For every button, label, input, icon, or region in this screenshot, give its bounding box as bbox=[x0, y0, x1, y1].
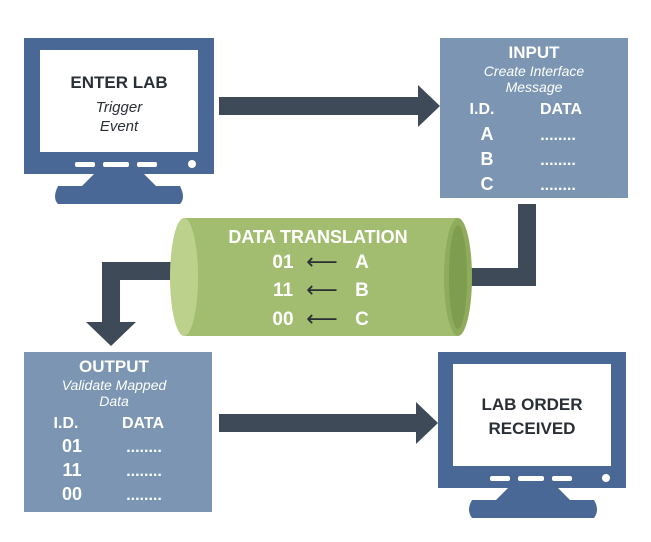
output-subtitle-2: Data bbox=[99, 393, 129, 409]
left-arrow-icon: ⟵ bbox=[306, 306, 338, 331]
translation-letter: C bbox=[355, 309, 369, 330]
monitor-neck bbox=[496, 488, 570, 500]
arrow-output-to-lab-order bbox=[219, 402, 438, 444]
output-row-id: 11 bbox=[62, 460, 81, 480]
output-row-data: ........ bbox=[126, 439, 162, 456]
output-subtitle-1: Validate Mapped bbox=[62, 377, 168, 393]
enter-lab-subtitle-2: Event bbox=[100, 118, 139, 135]
input-panel-bg bbox=[440, 38, 628, 198]
output-title: OUTPUT bbox=[79, 357, 150, 376]
monitor-base bbox=[55, 186, 183, 204]
arrow-enter-to-input bbox=[219, 85, 440, 127]
monitor-dash bbox=[552, 476, 572, 481]
input-row-data: ........ bbox=[540, 177, 576, 194]
monitor-dash bbox=[518, 476, 544, 481]
enter-lab-subtitle-1: Trigger bbox=[96, 99, 143, 116]
output-panel: OUTPUT Validate Mapped Data I.D. DATA 01… bbox=[24, 352, 212, 512]
monitor-power-icon bbox=[188, 160, 196, 168]
input-panel: INPUT Create Interface Message I.D. DATA… bbox=[440, 38, 628, 198]
output-row-data: ........ bbox=[126, 487, 162, 504]
cylinder-body bbox=[184, 218, 458, 336]
translation-letter: A bbox=[355, 252, 369, 273]
cylinder-left-cap bbox=[170, 218, 198, 336]
monitor-screen bbox=[40, 50, 198, 152]
lab-order-line-1: LAB ORDER bbox=[481, 395, 582, 414]
input-row-data: ........ bbox=[540, 152, 576, 169]
translation-code: 11 bbox=[273, 280, 294, 301]
input-row-id: C bbox=[481, 174, 494, 194]
input-subtitle-1: Create Interface bbox=[484, 63, 585, 79]
data-translation-cylinder: DATA TRANSLATION 01 ⟵ A 11 ⟵ B 00 ⟵ C bbox=[170, 218, 472, 336]
monitor-dash bbox=[75, 162, 95, 167]
output-col-id: I.D. bbox=[54, 415, 79, 432]
enter-lab-monitor: ENTER LAB Trigger Event bbox=[24, 38, 214, 204]
monitor-dash bbox=[490, 476, 510, 481]
translation-title: DATA TRANSLATION bbox=[228, 227, 407, 247]
monitor-screen bbox=[453, 364, 611, 466]
monitor-power-icon bbox=[602, 474, 610, 482]
output-row-id: 01 bbox=[62, 436, 82, 456]
translation-code: 00 bbox=[272, 309, 293, 330]
output-row-data: ........ bbox=[126, 463, 162, 480]
monitor-dash bbox=[103, 162, 129, 167]
input-col-id: I.D. bbox=[470, 101, 495, 118]
input-row-id: A bbox=[481, 124, 494, 144]
monitor-dash bbox=[137, 162, 157, 167]
cylinder-right-cap-inner bbox=[449, 225, 467, 329]
output-row-id: 00 bbox=[62, 484, 82, 504]
arrow-translation-to-output bbox=[86, 262, 184, 346]
output-col-data: DATA bbox=[122, 415, 165, 432]
input-col-data: DATA bbox=[540, 101, 583, 118]
input-row-id: B bbox=[481, 149, 494, 169]
input-subtitle-2: Message bbox=[506, 79, 563, 95]
monitor-neck bbox=[82, 174, 156, 186]
lab-order-monitor: LAB ORDER RECEIVED bbox=[438, 352, 626, 518]
left-arrow-icon: ⟵ bbox=[306, 277, 338, 302]
translation-letter: B bbox=[355, 280, 369, 301]
input-row-data: ........ bbox=[540, 127, 576, 144]
monitor-base bbox=[469, 500, 597, 518]
enter-lab-title: ENTER LAB bbox=[70, 73, 167, 92]
translation-code: 01 bbox=[272, 252, 294, 273]
lab-order-line-2: RECEIVED bbox=[489, 419, 576, 438]
output-panel-bg bbox=[24, 352, 212, 512]
input-title: INPUT bbox=[509, 43, 561, 62]
left-arrow-icon: ⟵ bbox=[306, 249, 338, 274]
